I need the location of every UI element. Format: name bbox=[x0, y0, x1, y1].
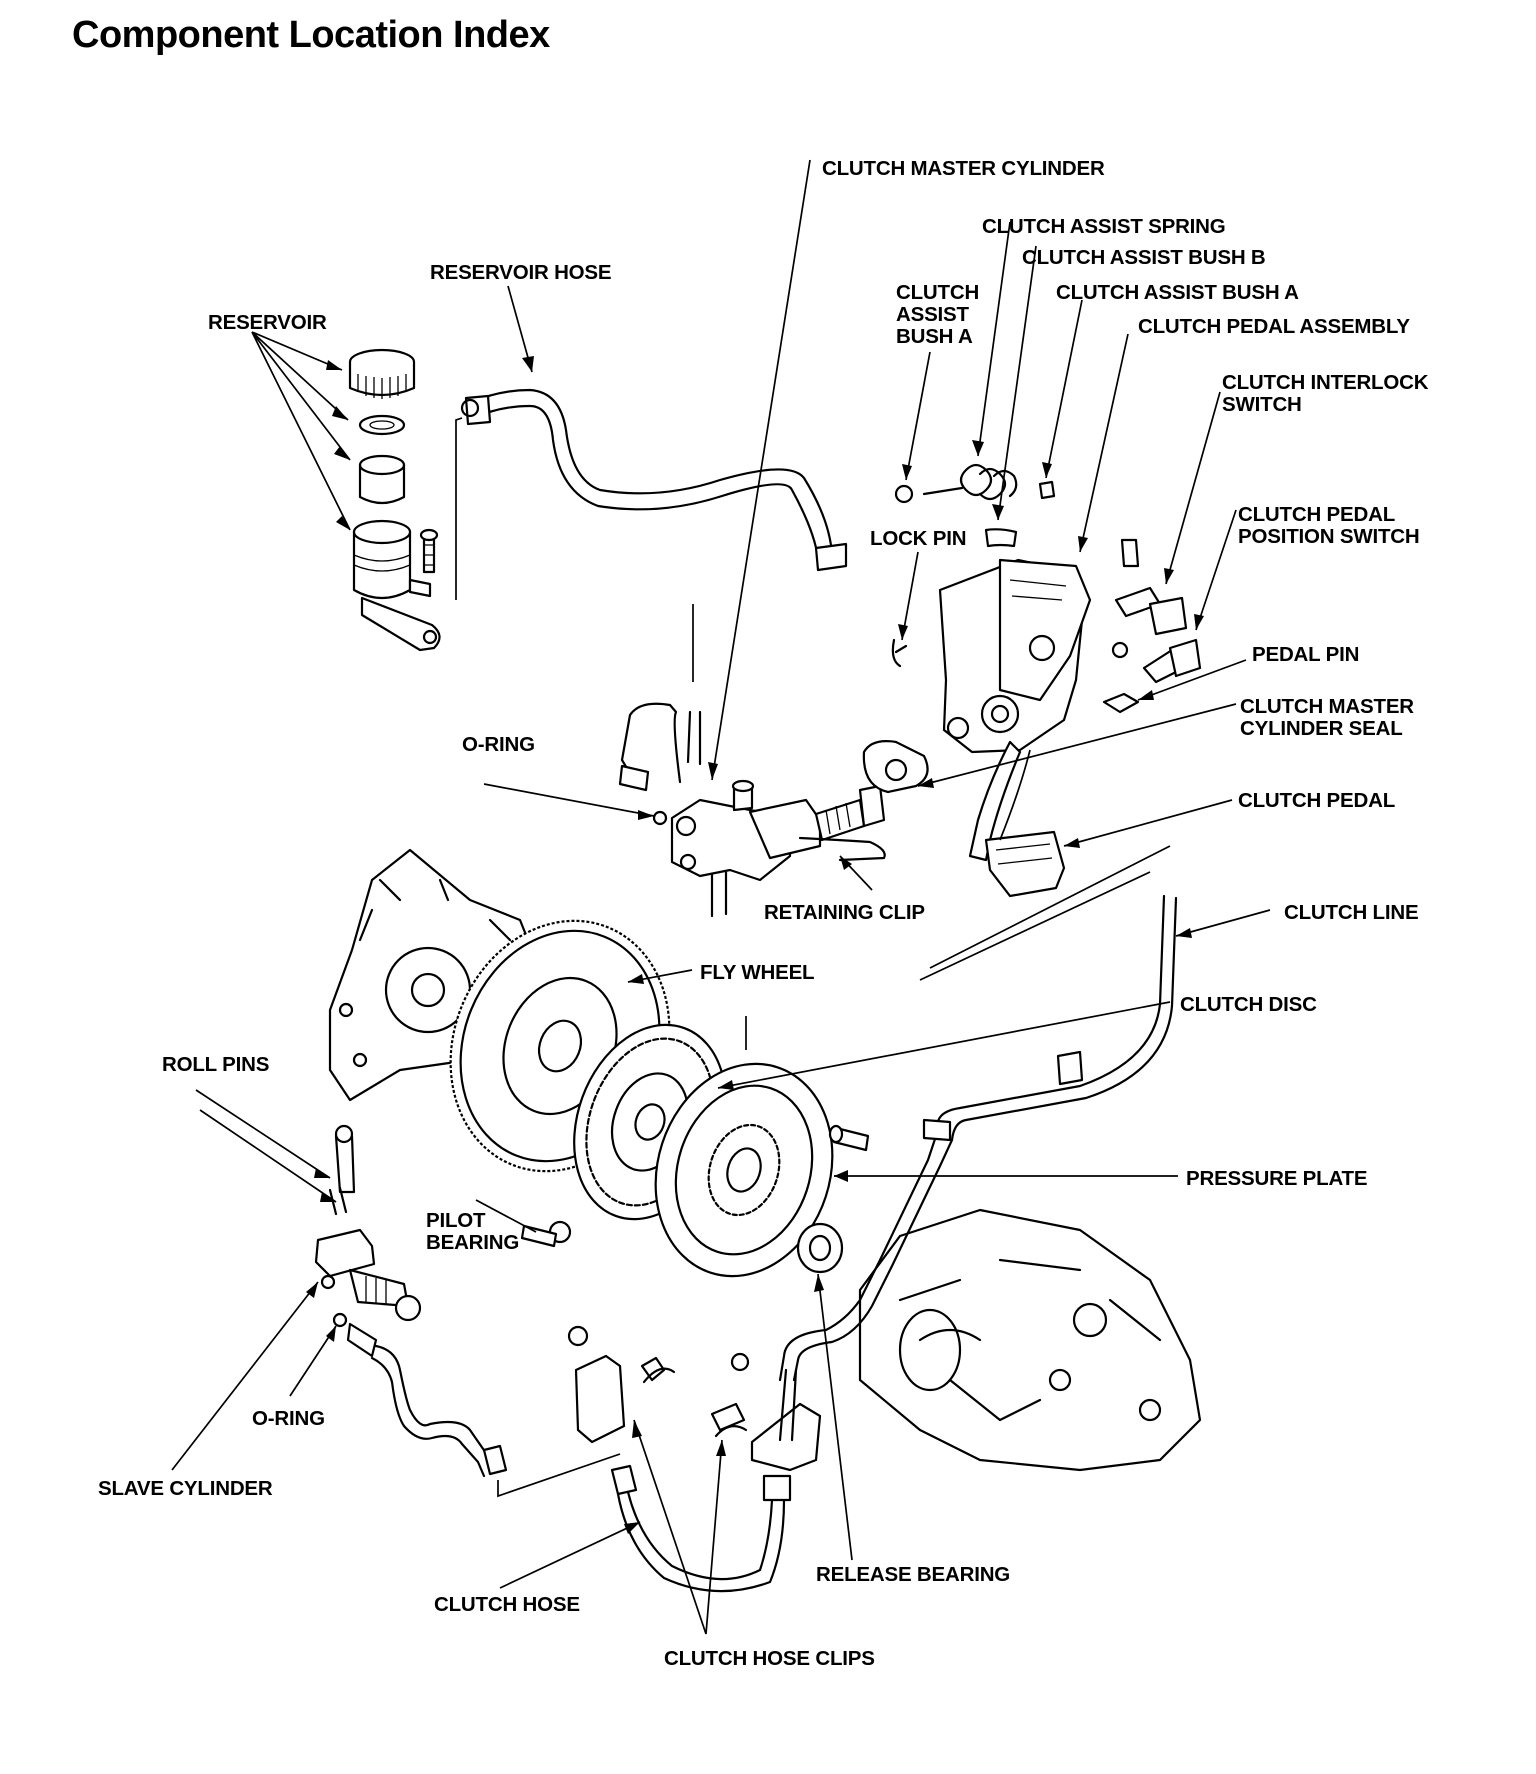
label-clutch-master-cylinder: CLUTCH MASTER CYLINDER bbox=[822, 157, 1105, 180]
label-retaining-clip: RETAINING CLIP bbox=[764, 901, 925, 924]
page-title: Component Location Index bbox=[72, 14, 550, 56]
label-fly-wheel: FLY WHEEL bbox=[700, 961, 815, 984]
pedal-assembly-drawing bbox=[938, 538, 1202, 898]
clutch-line-drawing bbox=[778, 871, 1178, 1382]
label-clutch-hose: CLUTCH HOSE bbox=[434, 1593, 580, 1616]
pressure-plate-drawing bbox=[654, 1062, 870, 1278]
label-o-ring-upper: O-RING bbox=[462, 733, 535, 756]
label-pedal-pin: PEDAL PIN bbox=[1252, 643, 1360, 666]
reservoir-drawing bbox=[348, 348, 441, 652]
assist-spring-drawing bbox=[891, 463, 1056, 668]
label-pilot-bearing: PILOT BEARING bbox=[426, 1209, 520, 1254]
label-reservoir-hose: RESERVOIR HOSE bbox=[430, 261, 612, 284]
label-clutch-interlock-switch: CLUTCH INTERLOCK SWITCH bbox=[1222, 371, 1429, 416]
label-clutch-disc: CLUTCH DISC bbox=[1180, 993, 1317, 1016]
reservoir-hose-drawing bbox=[455, 388, 848, 600]
leader-lines bbox=[171, 159, 1271, 1635]
label-clutch-pedal: CLUTCH PEDAL bbox=[1238, 789, 1396, 812]
label-clutch-pedal-assembly: CLUTCH PEDAL ASSEMBLY bbox=[1138, 315, 1410, 338]
label-lock-pin: LOCK PIN bbox=[870, 527, 967, 550]
clutch-hose-drawing bbox=[567, 1325, 822, 1593]
label-clutch-hose-clips: CLUTCH HOSE CLIPS bbox=[664, 1647, 875, 1670]
label-clutch-assist-bush-a-right: CLUTCH ASSIST BUSH A bbox=[1056, 281, 1299, 304]
label-slave-cylinder: SLAVE CYLINDER bbox=[98, 1477, 273, 1500]
label-clutch-assist-spring: CLUTCH ASSIST SPRING bbox=[982, 215, 1226, 238]
label-clutch-assist-bush-b: CLUTCH ASSIST BUSH B bbox=[1022, 246, 1266, 269]
label-o-ring-lower: O-RING bbox=[252, 1407, 325, 1430]
label-release-bearing: RELEASE BEARING bbox=[816, 1563, 1011, 1586]
label-reservoir: RESERVOIR bbox=[208, 311, 327, 334]
label-clutch-pedal-position-switch: CLUTCH PEDAL POSITION SWITCH bbox=[1238, 503, 1420, 548]
label-clutch-line: CLUTCH LINE bbox=[1284, 901, 1419, 924]
slave-cylinder-drawing bbox=[314, 1124, 621, 1498]
label-roll-pins: ROLL PINS bbox=[162, 1053, 270, 1076]
label-clutch-master-cylinder-seal: CLUTCH MASTER CYLINDER SEAL bbox=[1240, 695, 1414, 740]
label-clutch-assist-bush-a-left: CLUTCH ASSIST BUSH A bbox=[896, 281, 980, 348]
label-pressure-plate: PRESSURE PLATE bbox=[1186, 1167, 1368, 1190]
transmission-drawing bbox=[858, 1208, 1202, 1472]
master-cylinder-drawing bbox=[618, 604, 929, 918]
